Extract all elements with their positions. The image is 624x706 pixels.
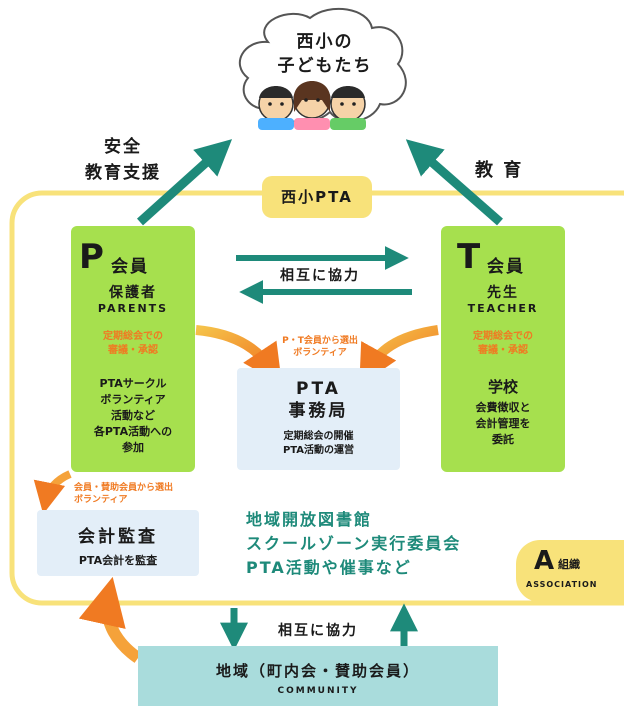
mutual-cooperation-top: 相互に協力 [280,268,360,284]
arrow-parents-to-children [136,139,233,226]
office-desc: 定期総会の開催 PTA活動の運営 [237,430,400,458]
association-badge: A 組織 ASSOCIATION [516,540,624,602]
community-sub: COMMUNITY [277,686,359,696]
volunteer-center-label: P・T会員から選出 ボランティア [252,335,388,359]
t-line: 会費徴収と [475,401,531,414]
safety-label-line1: 安全 [104,137,142,157]
community-box: 地域（町内会・賛助会員） COMMUNITY [138,646,498,706]
t-line: 委託 [492,433,514,446]
mutual-cooperation-bottom: 相互に協力 [278,623,358,639]
p-orange-line2: 審議・承認 [108,345,158,356]
arrow-teachers-to-children [405,139,503,226]
safety-label-line2: 教育支援 [85,163,161,183]
arrow-community-to-audit [78,576,142,663]
volunteer-left-line2: ボランティア [74,495,128,505]
pta-tag: 西小PTA [262,176,372,218]
t-orange-text: 定期総会での 審議・承認 [441,330,565,358]
cloud-line2: 子どもたち [277,56,373,76]
t-lines: 会費徴収と 会計管理を 委託 [441,400,565,448]
p-line: 参加 [122,441,144,454]
activity-item: 地域開放図書館 [246,510,373,529]
office-box: PTA 事務局 定期総会の開催 PTA活動の運営 [237,368,400,470]
arrow-t-to-office [359,325,439,386]
p-sub2: PARENTS [97,302,169,315]
t-orange-line2: 審議・承認 [478,345,528,356]
activities-list: 地域開放図書館 スクールゾーン実行委員会 PTA活動や催事など [246,508,461,580]
office-title-line2: 事務局 [288,401,349,421]
t-title: 会員 [487,257,525,277]
t-sub1: 先生 [487,285,519,301]
audit-title: 会計監査 [78,527,158,547]
p-line: ボランティア [100,393,166,406]
p-line: 各PTA活動への [93,425,173,438]
p-line: PTAサークル [99,377,167,390]
assoc-word: 組織 [558,558,580,571]
office-title: PTA 事務局 [237,378,400,422]
community-title: 地域（町内会・賛助会員） [215,662,420,680]
education-label: 教 育 [475,160,524,181]
volunteer-center-line1: P・T会員から選出 [282,336,358,346]
p-orange-text: 定期総会での 審議・承認 [71,330,195,358]
cloud-line1: 西小の [296,32,354,52]
volunteer-left-label: 会員・賛助会員から選出 ボランティア [74,482,214,506]
t-line: 会計管理を [475,417,531,430]
p-title: 会員 [111,257,149,277]
p-line: 活動など [111,409,155,422]
t-sub2: TEACHER [467,302,539,315]
audit-desc: PTA会計を監査 [78,554,158,567]
arrow-p-to-audit [33,470,72,515]
p-sub1: 保護者 [109,285,157,301]
assoc-sub: ASSOCIATION [526,580,598,589]
activity-item: スクールゾーン実行委員会 [246,534,462,553]
parents-box: P 会員 保護者 PARENTS 定期総会での 審議・承認 PTAサークル ボラ… [71,226,195,472]
p-activities: PTAサークル ボランティア 活動など 各PTA活動への 参加 [71,376,195,456]
arrow-p-to-office [195,325,282,385]
p-letter: P [79,237,104,277]
children-illustration [258,81,366,130]
assoc-letter: A [534,546,555,576]
t-heading: 学校 [487,378,518,396]
office-title-line1: PTA [296,379,341,399]
cloud-text: 西小の 子どもたち [270,30,380,78]
activity-item: PTA活動や催事など [246,558,412,577]
p-orange-line1: 定期総会での [103,331,163,342]
audit-box: 会計監査 PTA会計を監査 [37,510,199,576]
safety-support-label: 安全 教育支援 [78,134,168,186]
t-orange-line1: 定期総会での [473,331,533,342]
volunteer-left-line1: 会員・賛助会員から選出 [74,483,174,493]
office-desc-line1: 定期総会の開催 [283,431,354,442]
teachers-box: T 会員 先生 TEACHER 定期総会での 審議・承認 学校 会費徴収と 会計… [441,226,565,472]
volunteer-center-line2: ボランティア [293,348,347,358]
office-desc-line2: PTA活動の運営 [282,445,355,456]
t-letter: T [457,237,481,277]
